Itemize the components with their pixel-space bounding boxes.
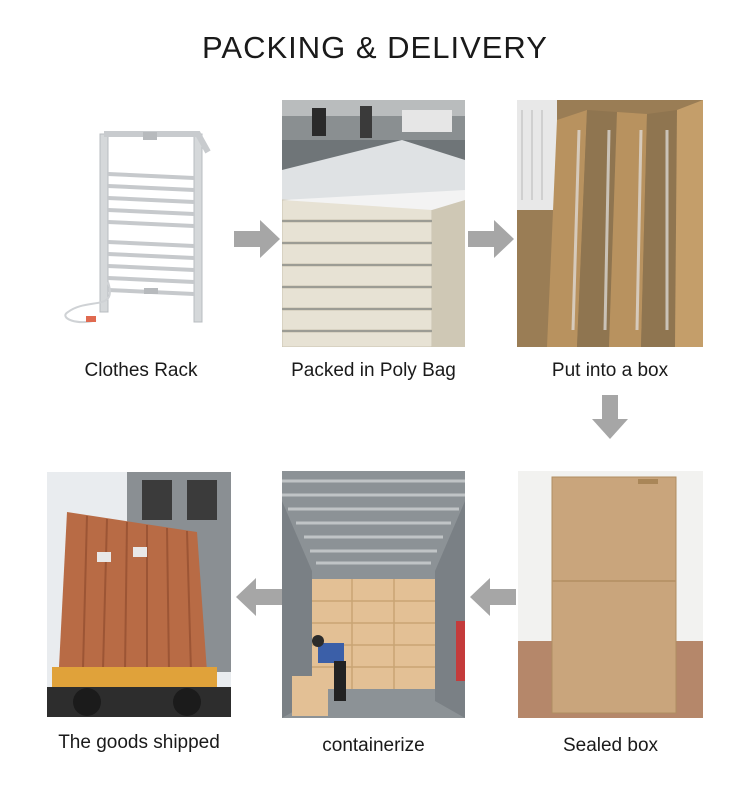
page-title: PACKING & DELIVERY xyxy=(202,30,548,65)
step-caption-sealed-box: Sealed box xyxy=(562,735,659,756)
flow-arrow-down-icon xyxy=(592,395,628,441)
shipping-truck-photo xyxy=(47,472,231,717)
step-caption-clothes-rack: Clothes Rack xyxy=(84,360,198,381)
step-caption-into-box: Put into a box xyxy=(551,360,669,381)
clothes-rack-photo xyxy=(48,112,234,342)
flow-arrow-left-icon xyxy=(234,578,282,616)
flow-arrow-right-icon xyxy=(468,220,516,258)
flow-arrow-right-icon xyxy=(234,220,282,258)
sealed-box-photo xyxy=(518,471,703,718)
step-caption-poly-bag: Packed in Poly Bag xyxy=(291,360,456,381)
poly-bag-packing-photo xyxy=(282,100,465,347)
container-loading-photo xyxy=(282,471,465,718)
flow-arrow-left-icon xyxy=(468,578,516,616)
step-caption-goods-shipped: The goods shipped xyxy=(58,732,220,753)
step-caption-containerize: containerize xyxy=(322,735,425,756)
box-packing-photo xyxy=(517,100,703,347)
